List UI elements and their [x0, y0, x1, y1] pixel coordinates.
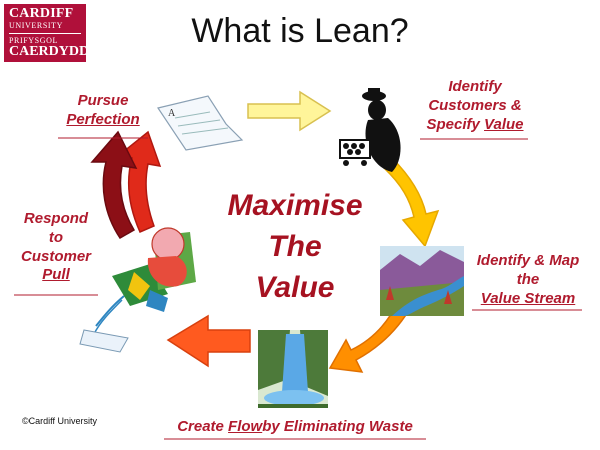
- svg-text:A: A: [168, 108, 176, 119]
- step-flow-eliminating: by Eliminating Waste: [262, 418, 413, 435]
- center-line-3: Value: [255, 270, 335, 304]
- step-create-flow: Create Flowby Eliminating Waste: [160, 418, 430, 437]
- center-line-1: Maximise: [227, 189, 363, 222]
- paper-sheet-icon: A: [157, 95, 244, 151]
- page-title: What is Lean?: [191, 12, 409, 50]
- arrow-stream-to-flow: [328, 299, 414, 373]
- step-flow-create: Create: [177, 418, 229, 435]
- center-maximise-value: Maximise The Value: [210, 186, 380, 308]
- step-customer-pull: Respond to Customer Pull: [10, 210, 102, 285]
- step-customers-line-1: Identify: [448, 78, 502, 95]
- step-pull-line-2: to: [48, 228, 64, 246]
- watering-person-icon: [79, 227, 196, 353]
- logo-line-2: UNIVERSITY: [9, 21, 63, 30]
- logo-line-3: PRIFYSGOL: [9, 36, 58, 45]
- step-flow-flow: Flow: [228, 418, 263, 435]
- step-pursue-line-1: Pursue: [77, 92, 129, 109]
- arrow-pursue-to-customers: [247, 90, 332, 132]
- step-customers-specify: Specify: [426, 115, 485, 133]
- step-stream-line-2: the: [516, 270, 540, 288]
- step-pull-line-1: Respond: [23, 210, 89, 227]
- step-pull-line-4: Pull: [42, 266, 70, 284]
- logo-line-4: CAERDYDD: [9, 44, 90, 59]
- step-stream-line-1: Identify & Map: [476, 252, 580, 269]
- cardiff-university-logo: CARDIFF UNIVERSITY PRIFYSGOL CAERDYDD: [4, 4, 90, 62]
- step-customers-value: Value: [484, 115, 524, 133]
- shopper-silhouette-icon: [339, 88, 401, 172]
- landscape-stream-icon: [380, 246, 464, 316]
- step-customers-line-2: Customers &: [428, 96, 522, 114]
- step-flow-line: Create Flowby Eliminating Waste: [160, 418, 430, 437]
- logo-line-1: CARDIFF: [9, 6, 74, 21]
- step-identify-customers: Identify Customers & Specify Value: [416, 78, 534, 134]
- waterfall-icon: [258, 330, 328, 408]
- step-customers-line-3: Specify Value: [416, 116, 534, 135]
- step-pursue-line-2: Perfection: [66, 110, 140, 128]
- arrow-flow-to-pull: [166, 314, 251, 368]
- step-stream-line-3: Value Stream: [480, 289, 576, 307]
- center-line-2: The: [268, 229, 322, 263]
- copyright-notice: ©Cardiff University: [22, 416, 97, 426]
- arrow-pursue-loop: [90, 130, 138, 239]
- step-pursue-perfection: Pursue Perfection: [54, 92, 152, 130]
- step-pull-line-3: Customer: [20, 247, 91, 265]
- step-value-stream: Identify & Map the Value Stream: [470, 252, 586, 308]
